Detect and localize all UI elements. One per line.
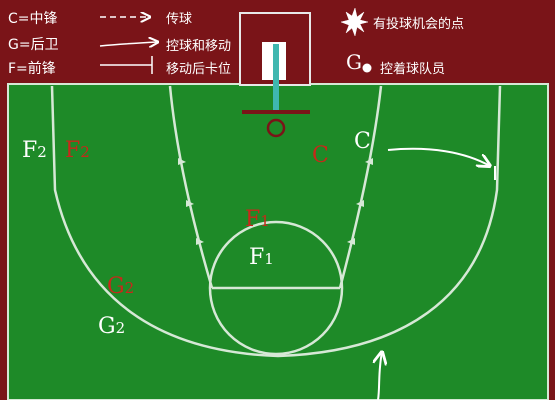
guard-entry-arrow [378,352,382,400]
legend-ball-holder-symbol: G [346,50,362,74]
center-move-arrow [387,147,490,166]
player-f2-red: F2 [65,138,90,163]
dribble-arrow-icon [99,42,158,46]
lane-left [168,85,214,289]
player-f1-white: F1 [249,245,274,270]
legend-center-key: C=中锋 [8,11,58,27]
lane-right [338,85,383,289]
legend-dribble-desc: 控球和移动 [166,39,232,54]
ball-dot-icon [362,63,372,73]
free-throw-circle [208,220,344,356]
legend-shot-spot-desc: 有投球机会的点 [373,17,465,32]
legend-ball-holder-desc: 控着球队员 [380,62,446,77]
legend-pass-desc: 传球 [166,12,193,27]
legend-forward-key: F=前锋 [8,61,56,77]
player-g2-white: G2 [98,314,126,339]
legend-guard-key: G=后卫 [8,37,59,53]
lane-hash-marks [178,158,373,245]
basket-post [273,44,279,110]
rim [266,118,286,138]
player-g2-red: G2 [107,274,135,299]
player-c-red: C [312,143,329,168]
player-f2-white: F2 [22,138,47,163]
court-floor [7,83,549,400]
three-point-line [50,85,502,358]
player-f1-red: F1 [245,207,270,232]
starburst-icon [340,7,369,37]
legend-screen-desc: 移动后卡位 [166,62,232,77]
player-c-white: C [354,129,371,154]
